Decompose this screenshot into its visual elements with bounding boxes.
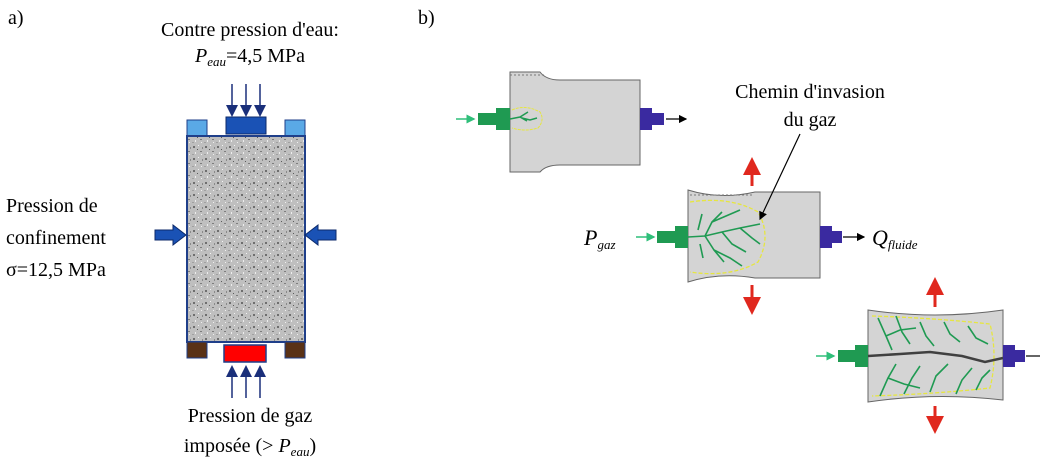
gas-pressure-symbol: Pgaz: [584, 225, 616, 253]
water-pressure-arrows: [226, 84, 266, 117]
confinement-line2: confinement: [6, 227, 106, 249]
invasion-path-label-1: Chemin d'invasion: [735, 81, 885, 103]
water-pressure-title: Contre pression d'eau:: [160, 19, 339, 41]
confinement-arrow-left: [154, 223, 187, 247]
top-left-block: [186, 119, 208, 137]
sample-stage-2: [636, 133, 866, 315]
invasion-path-label-2: du gaz: [783, 109, 837, 131]
sample-stage-3: [816, 277, 1040, 434]
bottom-plate: [223, 344, 267, 363]
gas-pressure-condition: imposée (> Peau): [183, 435, 317, 459]
confinement-line1: Pression de: [6, 195, 98, 217]
sample-stage-1: [456, 71, 688, 173]
confinement-arrow-right: [304, 223, 337, 247]
fluid-flow-symbol: Qfluide: [872, 225, 918, 253]
gas-pressure-title: Pression de gaz: [187, 405, 313, 427]
bottom-left-block: [186, 341, 208, 359]
confinement-value: σ=12,5 MPa: [6, 259, 106, 281]
invasion-path-pointer: [759, 133, 801, 221]
top-plate: [225, 116, 267, 135]
panel-b-label: b): [418, 7, 435, 29]
top-right-block: [284, 119, 306, 137]
water-pressure-value: Peau=4,5 MPa: [194, 45, 306, 69]
panel-a-label: a): [8, 7, 24, 29]
rock-sample: [186, 135, 306, 343]
bottom-right-block: [284, 341, 306, 359]
sample-apparatus: [154, 84, 337, 398]
gas-pressure-arrows: [226, 365, 266, 398]
